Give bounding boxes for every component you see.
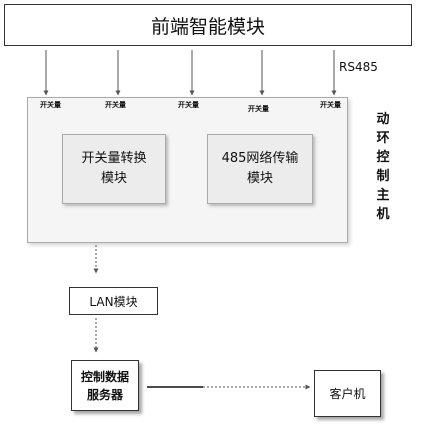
port-label-4: 开关量 bbox=[248, 105, 269, 113]
port-label-2: 开关量 bbox=[105, 101, 126, 109]
rs485-label: RS485 bbox=[339, 60, 378, 74]
client-machine-label: 客户机 bbox=[329, 387, 366, 401]
control-data-server-label: 控制数据 服务器 bbox=[80, 369, 129, 402]
control-data-server: 控制数据 服务器 bbox=[71, 360, 139, 411]
front-end-smart-module: 前端智能模块 bbox=[4, 4, 412, 46]
front-end-smart-module-label: 前端智能模块 bbox=[150, 15, 265, 38]
lan-module-label: LAN模块 bbox=[89, 294, 138, 309]
port-label-1: 开关量 bbox=[40, 101, 61, 109]
switch-conversion-module: 开关量转换 模块 bbox=[62, 134, 166, 204]
port-label-3: 开关量 bbox=[178, 101, 199, 109]
port-label-5: 开关量 bbox=[320, 101, 341, 109]
rs485-network-module-label: 485网络传输 模块 bbox=[221, 151, 299, 186]
client-machine: 客户机 bbox=[314, 370, 381, 417]
switch-conversion-module-label: 开关量转换 模块 bbox=[81, 151, 147, 186]
lan-module: LAN模块 bbox=[69, 287, 158, 315]
host-label: 动环控制主机 bbox=[376, 112, 390, 222]
rs485-network-module: 485网络传输 模块 bbox=[207, 134, 313, 204]
